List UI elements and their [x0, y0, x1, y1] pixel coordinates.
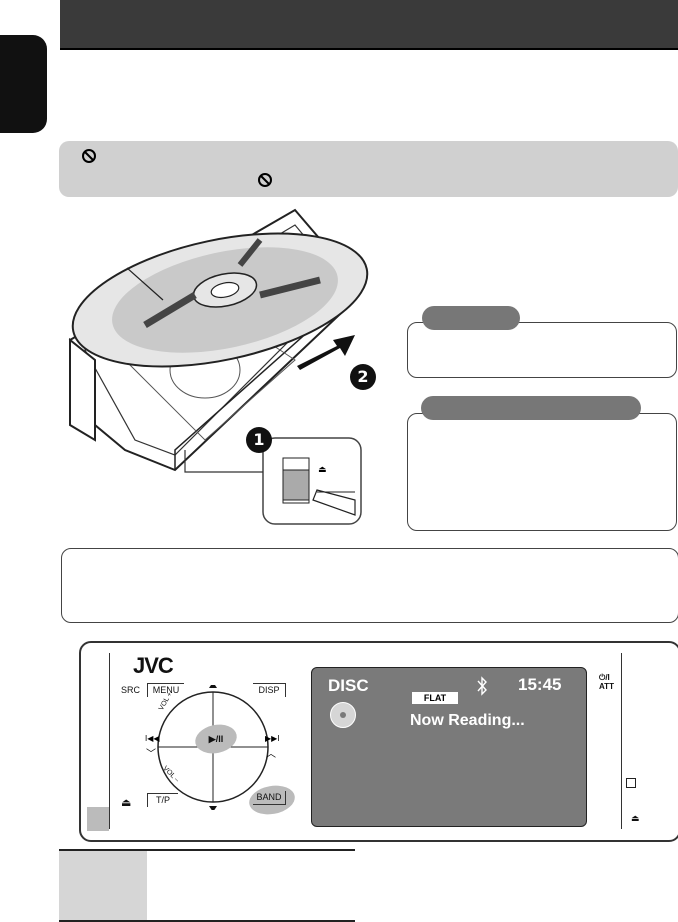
power-att-button[interactable]: ⏻/I ATT: [599, 673, 614, 691]
menu-button[interactable]: MENU: [147, 683, 184, 697]
up-chevron-icon: ︿: [266, 749, 276, 760]
info-box-2-heading: [421, 396, 641, 420]
band-button[interactable]: BAND: [253, 791, 286, 805]
brand-logo: JVC: [133, 653, 174, 678]
clock: 15:45: [518, 675, 562, 694]
prohibited-icon: [257, 172, 273, 192]
info-box-1-heading: [422, 306, 520, 330]
sensor-square: [626, 778, 636, 788]
prev-track-icon[interactable]: I◀◀: [145, 734, 160, 743]
disp-button[interactable]: DISP: [253, 683, 286, 697]
eq-preset-badge: FLAT: [412, 692, 458, 704]
status-text: Now Reading...: [410, 712, 525, 729]
step-divider-top: [59, 849, 355, 851]
step-divider-bottom: [59, 920, 355, 922]
step-label-cell: [59, 851, 147, 921]
step-2-callout: 2: [350, 364, 376, 390]
tp-button[interactable]: T/P: [147, 793, 178, 807]
src-button[interactable]: SRC: [121, 685, 141, 695]
eject-icon: ⏏: [318, 465, 327, 475]
note-box: [61, 548, 678, 623]
panel-corner-block: [87, 807, 109, 831]
info-box-1: [407, 322, 677, 378]
play-pause-button[interactable]: ▶/II: [208, 734, 224, 744]
page-header-bar: [60, 0, 678, 50]
control-panel: JVC SRC MENU DISP I◀◀ ▶▶I ﹀ ︿ ▶/II VOL +…: [79, 641, 678, 842]
down-chevron-icon: ﹀: [146, 748, 156, 760]
bluetooth-icon: [476, 676, 488, 696]
language-side-tab: [0, 35, 47, 133]
step-1-callout: 1: [246, 427, 272, 453]
display-screen: DISC FLAT 15:45 Now Reading...: [311, 667, 587, 827]
prohibited-icon: [81, 148, 97, 168]
eject-button-icon[interactable]: ⏏: [121, 797, 132, 809]
disc-insertion-illustration: JVC ⏏: [68, 208, 369, 525]
disc-icon: [330, 702, 356, 728]
caution-notice: [59, 141, 678, 197]
source-label: DISC: [328, 676, 369, 695]
detach-icon[interactable]: ⏏: [631, 813, 640, 823]
info-box-2: [407, 413, 677, 531]
next-track-icon[interactable]: ▶▶I: [265, 734, 280, 743]
